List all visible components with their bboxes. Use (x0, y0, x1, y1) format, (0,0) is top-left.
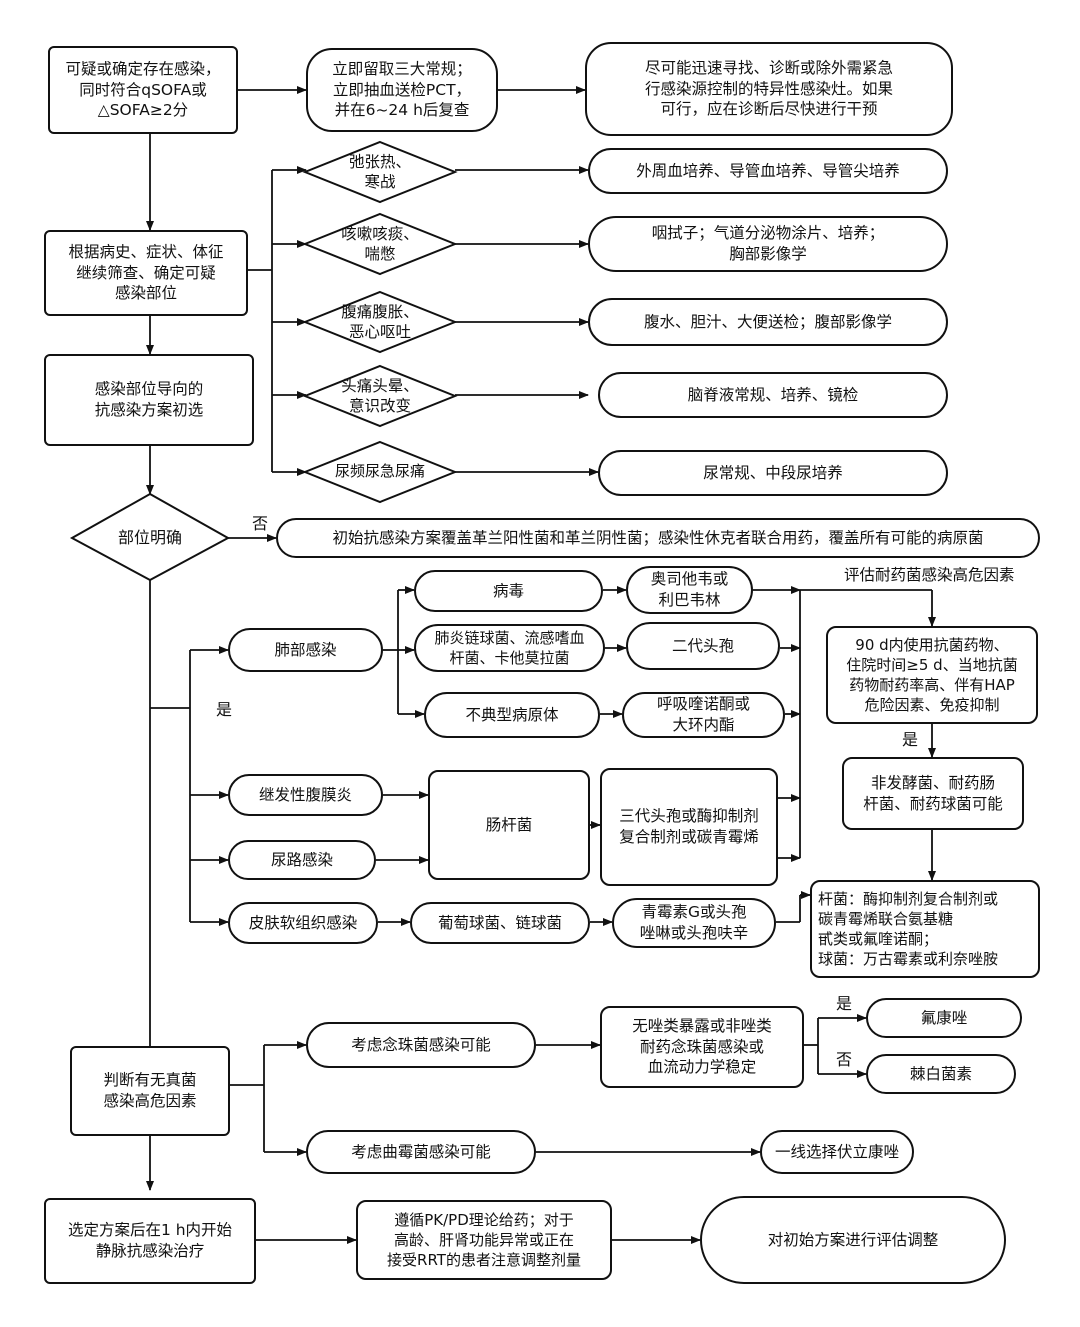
symptom-urinary: 尿频尿急尿痛 (334, 462, 425, 481)
pkpd-box: 遵循PK/PD理论给药；对于 高龄、肝肾功能异常或正在 接受RRT的患者注意调整… (356, 1200, 612, 1280)
site-clear-decision: 部位明确 (117, 527, 182, 547)
staph-box: 葡萄球菌、链球菌 (410, 902, 590, 944)
resistant-box: 非发酵菌、耐药肠 杆菌、耐药球菌可能 (842, 757, 1024, 830)
pneumococcus-box: 肺炎链球菌、流感嗜血 杆菌、卡他莫拉菌 (414, 624, 605, 672)
cephalo3-box: 三代头孢或酶抑制剂 复合制剂或碳青霉烯 (600, 768, 778, 886)
diamond-shape (302, 364, 458, 428)
enterobacter-box: 肠杆菌 (428, 770, 590, 880)
test-resp-box: 咽拭子；气道分泌物涂片、培养； 胸部影像学 (588, 216, 948, 272)
reassess-box: 对初始方案进行评估调整 (700, 1196, 1006, 1284)
diamond-shape (69, 492, 231, 582)
candida-box: 考虑念珠菌感染可能 (306, 1022, 536, 1068)
symptom-headache: 头痛头晕、 意识改变 (341, 376, 419, 415)
no-label-3: 否 (836, 1050, 853, 1069)
fungal-risk-box: 判断有无真菌 感染高危因素 (70, 1046, 230, 1136)
atypical-box: 不典型病原体 (424, 692, 600, 738)
cephalo2-box: 二代头孢 (626, 622, 780, 670)
yes-label: 是 (216, 700, 233, 719)
risk-factors-box: 90 d内使用抗菌药物、 住院时间≥5 d、当地抗菌 药物耐药率高、伴有HAP … (826, 626, 1038, 724)
peritonitis-box: 继发性腹膜炎 (228, 774, 383, 816)
oseltamivir-box: 奥司他韦或 利巴韦林 (626, 566, 753, 614)
no-label: 否 (252, 514, 269, 533)
symptom-abdominal: 腹痛腹胀、 恶心呕吐 (341, 302, 419, 341)
resistant-treatment-box: 杆菌：酶抑制剂复合制剂或 碳青霉烯联合氨基糖 甙类或氟喹诺酮； 球菌：万古霉素或… (810, 880, 1040, 978)
assess-resistance-label: 评估耐药菌感染高危因素 (844, 566, 1015, 584)
source-control-box: 尽可能迅速寻找、诊断或除外需紧急 行感染源控制的特异性感染灶。如果 可行，应在诊… (585, 42, 953, 136)
diamond-shape (302, 440, 458, 504)
broad-coverage-box: 初始抗感染方案覆盖革兰阳性菌和革兰阴性菌；感染性休克者联合用药，覆盖所有可能的病… (276, 518, 1040, 558)
skin-infection-box: 皮肤软组织感染 (228, 902, 378, 944)
test-csf-box: 脑脊液常规、培养、镜检 (598, 372, 948, 418)
yes-label-3: 是 (836, 994, 853, 1013)
virus-box: 病毒 (414, 570, 603, 612)
diamond-shape (302, 212, 458, 276)
azole-check-box: 无唑类暴露或非唑类 耐药念珠菌感染或 血流动力学稳定 (600, 1006, 804, 1088)
labs-box: 立即留取三大常规； 立即抽血送检PCT， 并在6~24 h后复查 (306, 48, 498, 132)
symptom-cough: 咳嗽咳痰、 喘憋 (341, 224, 419, 263)
screen-site-box: 根据病史、症状、体征 继续筛查、确定可疑 感染部位 (44, 230, 248, 316)
penicillin-box: 青霉素G或头孢 唑啉或头孢呋辛 (612, 898, 776, 948)
aspergillus-box: 考虑曲霉菌感染可能 (306, 1130, 536, 1174)
test-abdominal-box: 腹水、胆汁、大便送检；腹部影像学 (588, 298, 948, 346)
start-iv-box: 选定方案后在1 h内开始 静脉抗感染治疗 (44, 1198, 256, 1284)
echinocandin-box: 棘白菌素 (866, 1054, 1016, 1094)
lung-infection-box: 肺部感染 (228, 628, 383, 672)
fluconazole-box: 氟康唑 (866, 998, 1022, 1038)
uti-box: 尿路感染 (228, 840, 376, 880)
diamond-shape (302, 290, 458, 354)
quinolone-box: 呼吸喹诺酮或 大环内酯 (622, 692, 785, 738)
symptom-fever: 弛张热、 寒战 (348, 152, 411, 191)
yes-label-2: 是 (902, 730, 919, 749)
test-blood-box: 外周血培养、导管血培养、导管尖培养 (588, 148, 948, 194)
initial-regimen-box: 感染部位导向的 抗感染方案初选 (44, 354, 254, 446)
test-urine-box: 尿常规、中段尿培养 (598, 450, 948, 496)
voriconazole-box: 一线选择伏立康唑 (760, 1130, 914, 1174)
start-box: 可疑或确定存在感染， 同时符合qSOFA或 △SOFA≥2分 (48, 46, 238, 134)
diamond-shape (302, 140, 458, 204)
